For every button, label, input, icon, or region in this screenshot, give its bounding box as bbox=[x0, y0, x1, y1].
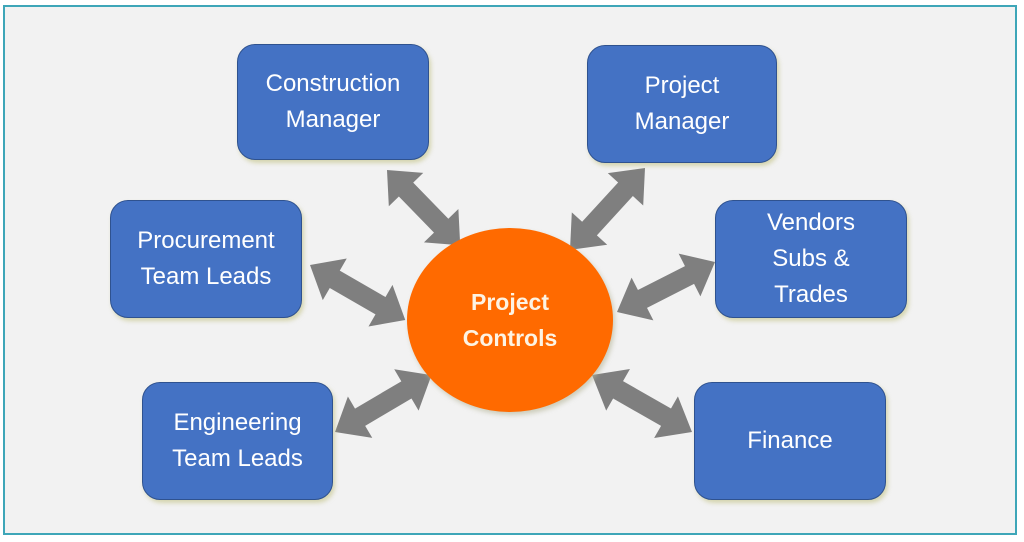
node-construction-manager: Construction Manager bbox=[237, 44, 429, 160]
node-project-manager: Project Manager bbox=[587, 45, 777, 163]
node-label-line: Subs & bbox=[772, 245, 850, 272]
arrow-vendors-subs-trades bbox=[606, 240, 726, 334]
center-label-line: Controls bbox=[462, 325, 558, 351]
arrow-finance bbox=[580, 354, 704, 453]
node-label-line: Engineering bbox=[173, 409, 302, 436]
node-label-line: Procurement bbox=[137, 227, 275, 254]
node-finance: Finance bbox=[694, 382, 886, 500]
node-label-line: Vendors bbox=[766, 209, 856, 236]
arrow-procurement-team-leads bbox=[298, 244, 418, 341]
node-label-line: Trades bbox=[774, 281, 848, 308]
node-engineering-team-leads: Engineering Team Leads bbox=[142, 382, 333, 500]
node-label-line: Manager bbox=[285, 106, 381, 133]
node-procurement-team-leads: Procurement Team Leads bbox=[110, 200, 302, 318]
node-label-line: Construction bbox=[265, 70, 401, 97]
node-label-line: Team Leads bbox=[140, 263, 272, 290]
node-label-line: Finance bbox=[747, 427, 833, 454]
node-label-line: Project bbox=[644, 72, 720, 99]
center-node-project-controls: Project Controls bbox=[407, 228, 613, 412]
node-label-line: Team Leads bbox=[172, 445, 303, 472]
node-vendors-subs-trades: Vendors Subs & Trades bbox=[715, 200, 907, 318]
center-label-line: Project bbox=[471, 289, 549, 315]
node-label-line: Manager bbox=[634, 108, 730, 135]
